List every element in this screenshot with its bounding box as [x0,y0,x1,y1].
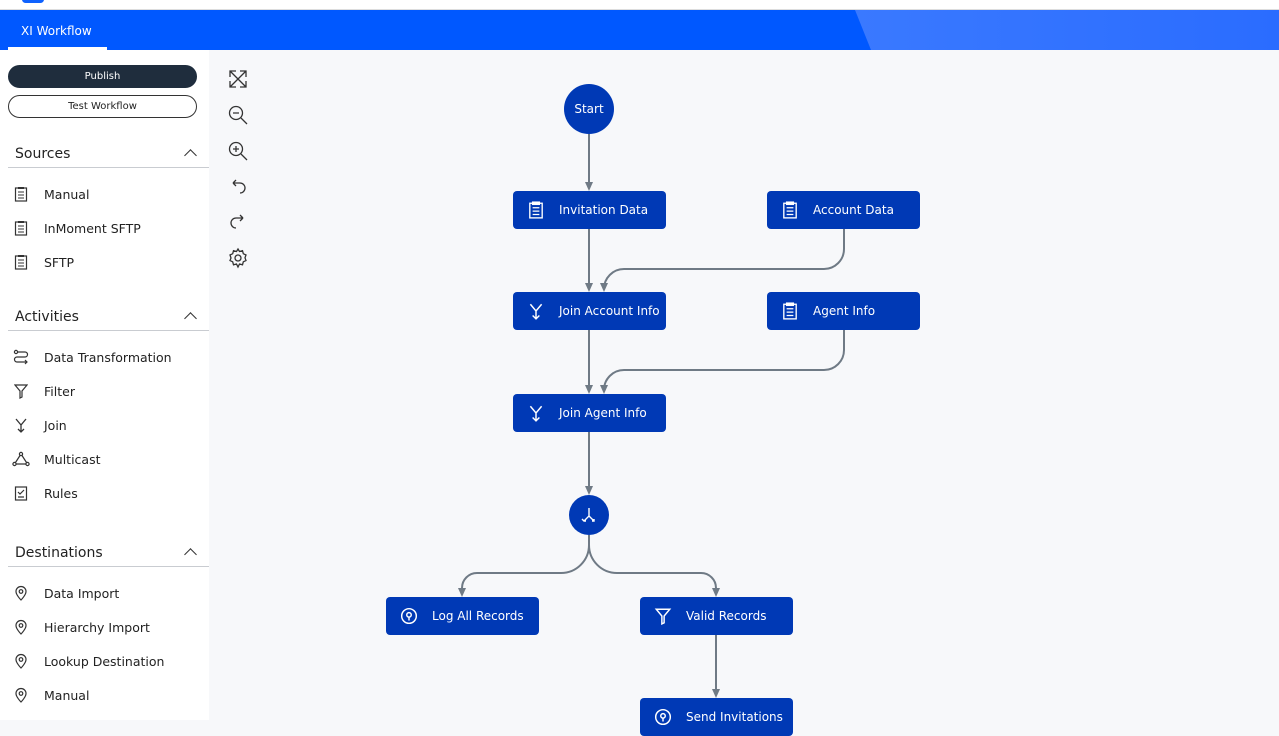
publish-button[interactable]: Publish [8,65,197,88]
node-label: Log All Records [432,609,524,623]
item-label: Join [44,417,67,433]
item-label: Filter [44,383,75,399]
sources-title: Sources [15,146,71,162]
start-node[interactable]: Start [564,84,614,134]
sidebar: Publish Test Workflow Sources Manual InM… [0,50,209,720]
destination-lookup[interactable]: Lookup Destination [12,650,164,672]
join-icon [529,405,543,422]
node-label: Valid Records [686,609,767,623]
activity-filter[interactable]: Filter [12,380,75,402]
node-send-invitations[interactable]: Send Invitations [640,698,793,736]
node-label: Join Agent Info [559,406,647,420]
node-join-agent-info[interactable]: Join Agent Info [513,394,666,432]
source-sftp[interactable]: SFTP [12,251,74,273]
item-label: Hierarchy Import [44,619,150,635]
node-account-data[interactable]: Account Data [767,191,920,229]
location-pin-icon [12,618,30,636]
activities-title: Activities [15,309,79,325]
undo-icon[interactable] [227,176,249,198]
header-bar: XI Workflow [0,10,1279,50]
node-label: Agent Info [813,304,876,318]
multicast-icon [12,450,30,468]
workflow-edges [458,134,845,698]
destinations-title: Destinations [15,545,103,561]
rules-icon [12,484,30,502]
item-label: Manual [44,186,90,202]
edge-multicast-valid [588,535,717,589]
redo-icon[interactable] [227,211,249,233]
clipboard-icon [783,201,797,219]
item-label: Data Import [44,585,120,601]
item-label: Lookup Destination [44,653,165,669]
node-label: Join Account Info [559,304,660,318]
source-manual[interactable]: Manual [12,183,89,205]
activity-join[interactable]: Join [12,414,67,436]
node-label: Send Invitations [686,710,783,724]
logo [22,0,44,3]
source-inmoment-sftp[interactable]: InMoment SFTP [12,217,141,239]
location-pin-icon [12,652,30,670]
node-invitation-data[interactable]: Invitation Data [513,191,666,229]
clipboard-icon [12,253,30,271]
clipboard-icon [529,201,543,219]
activity-data-transformation[interactable]: Data Transformation [12,346,172,368]
location-pin-icon [12,686,30,704]
destinations-section-header[interactable]: Destinations [8,541,209,567]
location-pin-icon [654,708,672,726]
header-gradient [855,10,1279,50]
filter-icon [654,608,672,625]
edge-account-join-account [603,229,845,290]
zoom-out-icon[interactable] [227,104,249,126]
item-label: InMoment SFTP [44,220,141,236]
clipboard-icon [12,185,30,203]
node-join-account-info[interactable]: Join Account Info [513,292,666,330]
edge-multicast-log [461,535,590,589]
item-label: Data Transformation [44,349,172,365]
item-label: Manual [44,687,90,703]
join-icon [12,416,30,434]
destination-manual[interactable]: Manual [12,684,89,706]
settings-gear-icon[interactable] [227,247,249,269]
destination-hierarchy-import[interactable]: Hierarchy Import [12,616,150,638]
edge-agent-join-agent [603,330,845,391]
node-valid-records[interactable]: Valid Records [640,597,793,635]
destination-data-import[interactable]: Data Import [12,582,119,604]
activity-multicast[interactable]: Multicast [12,448,101,470]
activities-section-header[interactable]: Activities [8,305,209,331]
node-log-all-records[interactable]: Log All Records [386,597,539,635]
fit-to-screen-icon[interactable] [227,68,249,90]
tab-xi-workflow[interactable]: XI Workflow [8,10,107,50]
clipboard-icon [783,302,797,320]
activity-rules[interactable]: Rules [12,482,78,504]
clipboard-icon [12,219,30,237]
multicast-node[interactable] [569,495,609,535]
zoom-in-icon[interactable] [227,140,249,162]
item-label: Rules [44,485,78,501]
node-agent-info[interactable]: Agent Info [767,292,920,330]
sources-section-header[interactable]: Sources [8,142,209,168]
item-label: SFTP [44,254,75,270]
node-label: Invitation Data [559,203,649,217]
data-transformation-icon [12,348,30,366]
join-icon [529,303,543,320]
node-label: Account Data [813,203,894,217]
location-pin-icon [12,584,30,602]
item-label: Multicast [44,451,101,467]
filter-icon [12,382,30,400]
location-pin-icon [400,607,418,625]
split-icon [581,508,595,522]
top-strip [0,0,1279,10]
test-workflow-button[interactable]: Test Workflow [8,95,197,118]
